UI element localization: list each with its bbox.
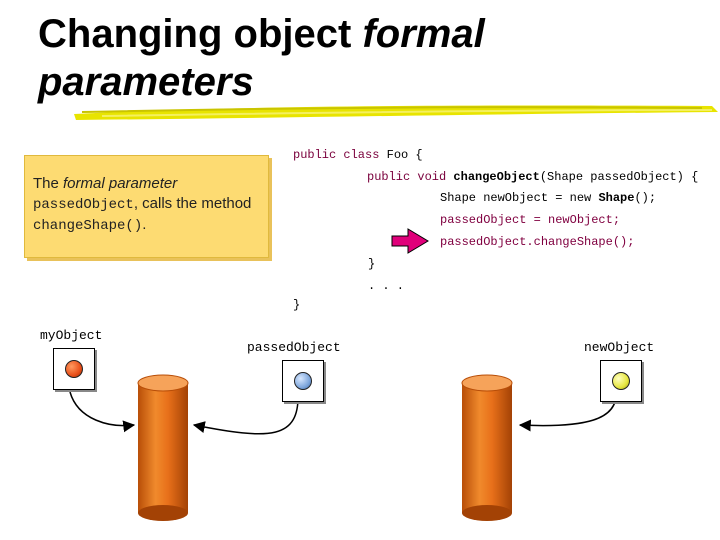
code-ellipsis: . . .	[368, 279, 405, 293]
label-passedobject: passedObject	[247, 340, 341, 355]
object-cylinder-left	[137, 374, 189, 521]
code-keyword: public class	[293, 148, 380, 162]
explanation-note: The formal parameter passedObject, calls…	[24, 155, 269, 258]
code-line-assign: passedObject = newObject;	[440, 213, 621, 227]
note-text: The	[33, 175, 64, 192]
code-line-new-object: Shape newObject = new Shape();	[440, 192, 656, 204]
code-class-declaration: public class Foo {	[293, 149, 423, 161]
myobject-reference-box	[53, 348, 95, 390]
newobject-reference-dot	[612, 372, 630, 390]
code-text: (Shape passedObject) {	[539, 170, 699, 184]
passedobject-reference-dot	[294, 372, 312, 390]
newobject-reference-box	[600, 360, 642, 402]
note-text-calls: , calls the method	[133, 195, 252, 213]
note-italic-text: formal parameter	[63, 175, 178, 192]
code-text: ();	[634, 191, 657, 205]
code-text: Shape newObject = new	[440, 191, 599, 205]
slide-title-line1: Changing object formal	[38, 14, 485, 54]
code-method-name: changeObject	[446, 170, 540, 184]
title-italic-text: formal	[362, 12, 485, 56]
code-close-class: }	[293, 298, 301, 312]
note-code-changeshape: changeShape()	[33, 218, 143, 235]
myobject-reference-arrow	[69, 391, 136, 433]
code-class-name: Shape	[598, 191, 635, 205]
code-close-method: }	[368, 257, 376, 271]
code-method-declaration: public void changeObject(Shape passedObj…	[367, 171, 698, 183]
code-text: Foo {	[379, 148, 423, 162]
label-myobject: myObject	[40, 328, 103, 343]
label-newobject: newObject	[584, 340, 655, 355]
code-line-call: passedObject.changeShape();	[440, 235, 635, 249]
title-underline-brush	[74, 105, 718, 120]
object-cylinder-right	[461, 374, 513, 521]
passedobject-reference-arrow	[192, 391, 299, 435]
slide-title-line2: parameters	[38, 60, 254, 104]
note-period: .	[142, 216, 147, 234]
code-keyword: public void	[367, 170, 447, 184]
myobject-reference-dot	[65, 360, 83, 378]
passedobject-reference-box	[282, 360, 324, 402]
title-text: Changing object	[38, 12, 363, 56]
current-line-arrow-icon	[391, 228, 429, 254]
note-code-passedobject: passedObject	[33, 197, 134, 214]
